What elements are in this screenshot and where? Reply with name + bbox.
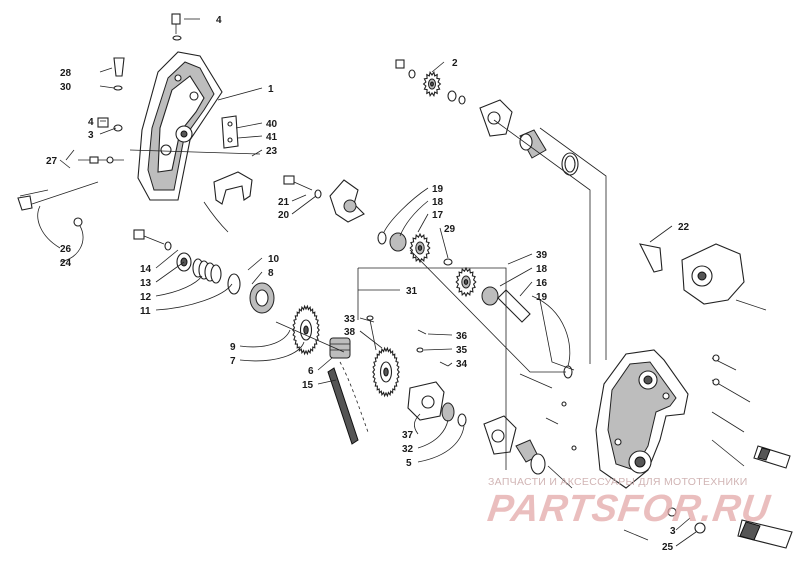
callout-7: 7 <box>230 356 236 367</box>
adjuster-shaft <box>17 149 124 227</box>
lower-seal <box>530 453 546 475</box>
bearing-29 <box>443 258 453 266</box>
callout-41: 41 <box>266 132 278 143</box>
bolt-14 <box>133 229 172 251</box>
cover-clip <box>213 171 253 205</box>
callout-3-side: 3 <box>88 130 94 141</box>
sprocket-39 <box>455 266 477 298</box>
callout-30: 30 <box>60 82 72 93</box>
callout-15: 15 <box>302 380 314 391</box>
bearing-32 <box>441 402 455 422</box>
callout-1: 1 <box>268 84 274 95</box>
callout-4-side: 4 <box>88 117 94 128</box>
callout-20: 20 <box>278 210 290 221</box>
housing-bolts <box>711 299 767 467</box>
gear-38 <box>372 346 400 398</box>
callout-29: 29 <box>444 224 456 235</box>
bearing-19-18 <box>377 231 407 252</box>
callout-3-bottom: 3 <box>670 526 676 537</box>
callout-40: 40 <box>266 119 278 130</box>
housing-handle-upper <box>753 445 791 469</box>
top-bolt <box>171 13 182 41</box>
callout-9: 9 <box>230 342 236 353</box>
upper-bearing-flange <box>479 99 513 137</box>
callout-4-top: 4 <box>216 15 222 26</box>
seal-5 <box>457 413 467 427</box>
callout-24: 24 <box>60 258 72 269</box>
guide-lines <box>19 119 607 470</box>
bearing-10-8 <box>249 282 275 314</box>
callout-18-lower: 18 <box>536 264 548 275</box>
callout-19-upper: 19 <box>432 184 444 195</box>
housing-handle-lower <box>737 519 793 549</box>
callout-2: 2 <box>452 58 458 69</box>
callout-34: 34 <box>456 359 468 370</box>
cover-bracket-plate <box>221 115 239 149</box>
upper-washers <box>447 90 466 105</box>
lower-bearing-flange <box>483 415 517 455</box>
housing-bracket-22 <box>639 243 745 305</box>
spacer-16 <box>497 289 531 323</box>
chaincase-cover <box>137 51 223 201</box>
callout-labels: 4 28 30 1 4 3 40 41 23 27 26 24 2 21 20 … <box>46 15 690 553</box>
callout-19-lower: 19 <box>536 292 548 303</box>
callout-39: 39 <box>536 250 548 261</box>
callout-38: 38 <box>344 327 356 338</box>
bolt-21 <box>283 175 322 199</box>
upper-bearing <box>519 129 547 159</box>
chaincase-housing <box>595 349 689 489</box>
watermark-logo: PARTSFOR.RU <box>485 488 773 530</box>
side-bolt <box>97 117 123 132</box>
callout-26: 26 <box>60 244 72 255</box>
callout-31: 31 <box>406 286 418 297</box>
watermark-tagline: ЗАПЧАСТИ И АКСЕССУАРЫ ДЛЯ МОТОТЕХНИКИ <box>488 476 748 488</box>
callout-12: 12 <box>140 292 152 303</box>
callout-35: 35 <box>456 345 468 356</box>
callout-32: 32 <box>402 444 414 455</box>
bearing-18b <box>481 286 499 306</box>
callout-10: 10 <box>268 254 280 265</box>
callout-33: 33 <box>344 314 356 325</box>
spring-12 <box>192 258 222 284</box>
callout-6: 6 <box>308 366 314 377</box>
housing-fasteners <box>519 373 706 541</box>
tensioner-arm <box>329 179 365 223</box>
vent-fitting <box>113 57 125 91</box>
callout-14: 14 <box>140 264 152 275</box>
callout-21: 21 <box>278 197 290 208</box>
pins-36-35-34 <box>416 329 449 367</box>
callout-16: 16 <box>536 278 548 289</box>
ring-11 <box>227 273 241 295</box>
sprocket-2 <box>422 70 442 98</box>
shaft-37 <box>407 381 445 421</box>
sprocket-17 <box>409 232 431 264</box>
upper-nut <box>395 59 416 79</box>
callout-11: 11 <box>140 306 151 317</box>
bolt-33 <box>366 315 377 351</box>
callout-28: 28 <box>60 68 72 79</box>
callout-36: 36 <box>456 331 468 342</box>
callout-5: 5 <box>406 458 412 469</box>
callout-17: 17 <box>432 210 444 221</box>
sprocket-6 <box>329 337 351 359</box>
callout-22: 22 <box>678 222 690 233</box>
callout-13: 13 <box>140 278 152 289</box>
callout-8: 8 <box>268 268 274 279</box>
callout-23: 23 <box>266 146 278 157</box>
leader-lines <box>37 18 697 547</box>
callout-25: 25 <box>662 542 674 553</box>
cover-gasket-line <box>203 201 229 233</box>
chain-15 <box>327 361 369 445</box>
callout-27: 27 <box>46 156 58 167</box>
gear-7 <box>292 304 320 356</box>
callout-18-upper: 18 <box>432 197 444 208</box>
callout-37: 37 <box>402 430 414 441</box>
